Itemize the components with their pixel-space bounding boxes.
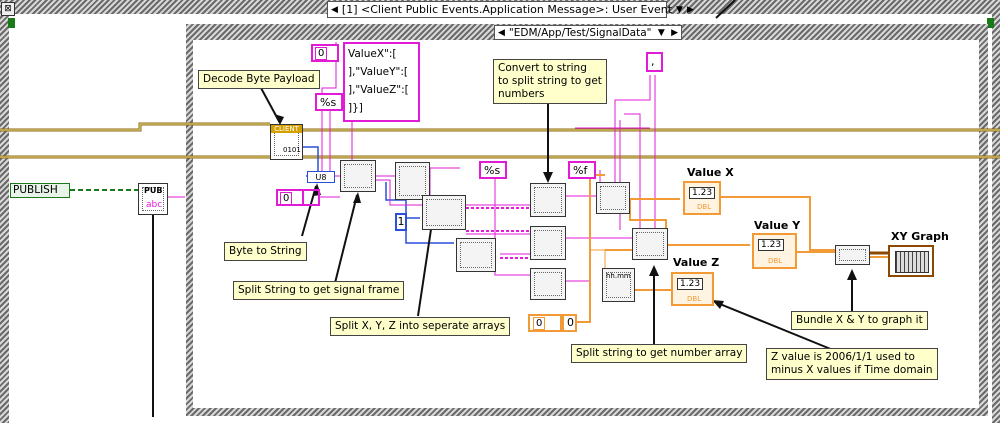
comma-constant[interactable]: ,: [646, 52, 663, 72]
client-vi-label: CLIENT: [271, 125, 302, 133]
publish-vi-label: PUB: [144, 186, 163, 195]
index-array-node-2[interactable]: [422, 195, 466, 230]
format-string-node-2[interactable]: [530, 226, 566, 260]
case-prev-icon[interactable]: ◀: [498, 27, 505, 38]
value-y-num-tag: 1.23: [758, 239, 785, 251]
publish-vi-text: abc: [146, 200, 163, 210]
spreadsheet-string-node-1[interactable]: [596, 182, 630, 214]
client-vi[interactable]: CLIENT 0101: [270, 124, 303, 160]
xy-graph-indicator[interactable]: [888, 245, 934, 277]
zero-constant-value: 0: [280, 192, 293, 205]
note-bundle: Bundle X & Y to graph it: [791, 311, 928, 330]
note-split-frame: Split String to get signal frame: [233, 281, 405, 300]
note-convert-line-3: numbers: [498, 88, 545, 100]
spreadsheet-string-node-2[interactable]: [632, 228, 668, 260]
template-string-constant[interactable]: ValueX":[ ],"ValueY":[ ],"ValueZ":[ ]}]: [343, 42, 420, 122]
format-string-constant-1[interactable]: %s: [315, 93, 343, 111]
value-y-label: Value Y: [754, 219, 801, 232]
note-convert-line-1: Convert to string: [498, 62, 587, 74]
index-array-node-1[interactable]: [395, 162, 430, 200]
left-tunnel-icon: ⊠: [1, 2, 15, 16]
format-float-constant[interactable]: %f: [568, 161, 596, 179]
template-line-1: ValueX":[: [348, 48, 397, 60]
numeric-constant-a-value: 0: [533, 317, 546, 330]
top-left-tunnel: [8, 18, 15, 28]
value-x-type-tag: DBL: [697, 203, 712, 211]
note-convert-line-2: to split string to get: [498, 75, 602, 87]
template-line-4: ]}]: [348, 102, 363, 114]
note-decode-payload: Decode Byte Payload: [198, 70, 320, 89]
publish-terminal-label: PUBLISH: [13, 184, 58, 196]
note-z-value-line-2: minus X values if Time domain: [771, 364, 933, 376]
event-case-selector[interactable]: ◀ [1] <Client Public Events.Application …: [327, 1, 694, 18]
top-right-tunnel: [987, 18, 994, 28]
prev-case-icon[interactable]: ◀: [331, 4, 338, 15]
template-line-2: ],"ValueY":[: [348, 66, 408, 78]
bundle-node[interactable]: [835, 245, 870, 265]
next-case-icon[interactable]: ▶: [686, 4, 694, 15]
publish-terminal[interactable]: PUBLISH: [10, 183, 70, 198]
array-index-value: 0: [315, 47, 328, 60]
case-next-icon[interactable]: ▶: [671, 27, 678, 38]
u8-conversion-node[interactable]: U8: [307, 171, 335, 183]
case-dropdown-icon[interactable]: ▼: [657, 27, 665, 38]
note-byte-to-string: Byte to String: [224, 242, 307, 261]
format-string-constant-2[interactable]: %s: [479, 161, 507, 179]
note-z-value: Z value is 2006/1/1 used to minus X valu…: [766, 348, 938, 380]
value-x-indicator[interactable]: 1.23 DBL: [683, 181, 721, 215]
index-one-constant[interactable]: 1: [395, 213, 407, 231]
zero-constant[interactable]: 0: [276, 189, 304, 206]
event-case-label: <Client Public Events.Application Messag…: [361, 3, 673, 16]
note-split-xyz: Split X, Y, Z into seperate arrays: [330, 317, 511, 336]
event-case-index: [1]: [341, 3, 358, 16]
scan-from-string-node-1[interactable]: [340, 160, 376, 192]
time-format-node[interactable]: hh.mm: [602, 268, 635, 302]
template-line-3: ],"ValueZ":[: [348, 84, 409, 96]
index-array-node-3[interactable]: [456, 238, 496, 272]
index-one-value: 1: [397, 215, 405, 228]
value-z-num-tag: 1.23: [677, 278, 704, 290]
publish-vi[interactable]: PUB abc: [138, 183, 168, 215]
value-z-label: Value Z: [673, 256, 720, 269]
numeric-constant-b[interactable]: 0: [562, 314, 577, 332]
note-split-number: Split string to get number array: [571, 344, 748, 363]
xy-graph-label: XY Graph: [891, 230, 949, 243]
format-string-node-1[interactable]: [530, 183, 566, 217]
case-selector-label: "EDM/App/Test/SignalData": [508, 26, 652, 39]
value-x-label: Value X: [687, 166, 734, 179]
case-selector[interactable]: ◀ "EDM/App/Test/SignalData" ▼ ▶: [494, 25, 682, 40]
zero-constant-extension: [304, 189, 320, 206]
note-convert: Convert to string to split string to get…: [493, 59, 607, 104]
format-string-node-3[interactable]: [530, 268, 566, 300]
client-vi-sub: 0101: [283, 146, 301, 154]
value-z-type-tag: DBL: [687, 295, 702, 303]
dropdown-arrow-icon[interactable]: ▼: [676, 4, 683, 15]
u8-label: U8: [315, 173, 327, 182]
array-index-constant[interactable]: 0: [311, 44, 339, 62]
numeric-constant-a[interactable]: 0: [528, 314, 562, 332]
value-y-indicator[interactable]: 1.23 DBL: [752, 233, 797, 269]
value-y-type-tag: DBL: [768, 257, 783, 265]
time-format-label: hh.mm: [606, 272, 631, 280]
note-z-value-line-1: Z value is 2006/1/1 used to: [771, 351, 915, 363]
xy-graph-icon: [895, 251, 929, 273]
value-x-num-tag: 1.23: [689, 187, 716, 199]
value-z-indicator[interactable]: 1.23 DBL: [671, 272, 714, 306]
